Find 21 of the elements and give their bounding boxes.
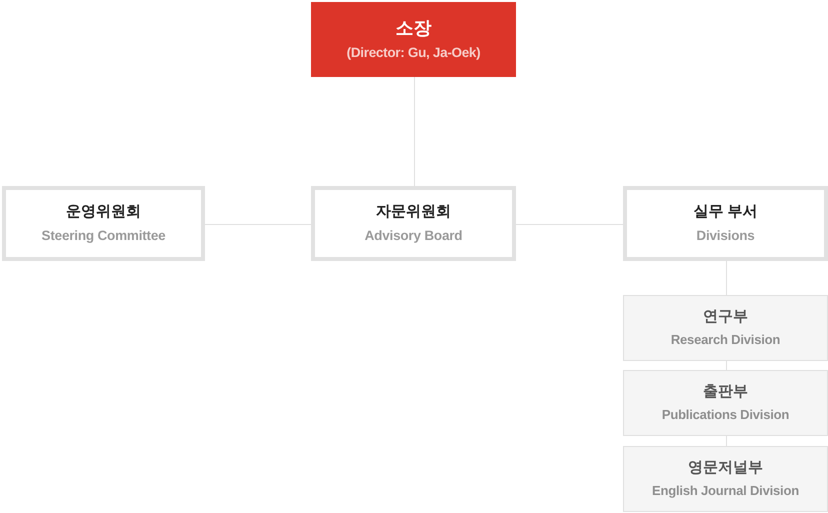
- box-subtitle: Advisory Board: [364, 228, 462, 244]
- box-title: 자문위원회: [376, 202, 451, 221]
- committee-box: [623, 186, 828, 261]
- box-title: 출판부: [703, 383, 748, 402]
- box-title: 실무 부서: [693, 202, 758, 221]
- box-title: 운영위원회: [66, 202, 141, 221]
- division-box: [623, 295, 828, 361]
- box-subtitle: Divisions: [696, 228, 755, 244]
- box-title: 영문저널부: [688, 459, 763, 478]
- director-name: (Director: Gu, Ja-Oek): [346, 44, 480, 61]
- box-subtitle: English Journal Division: [652, 483, 799, 499]
- division-box: [623, 446, 828, 512]
- director-box: [311, 2, 516, 77]
- director-title: 소장: [396, 18, 432, 40]
- committee-box: [311, 186, 516, 261]
- box-title: 연구부: [703, 308, 748, 326]
- box-subtitle: Publications Division: [662, 407, 790, 423]
- box-subtitle: Steering Committee: [42, 228, 166, 244]
- box-subtitle: Research Division: [670, 332, 780, 348]
- division-box: [623, 370, 828, 436]
- committee-box: [2, 186, 205, 261]
